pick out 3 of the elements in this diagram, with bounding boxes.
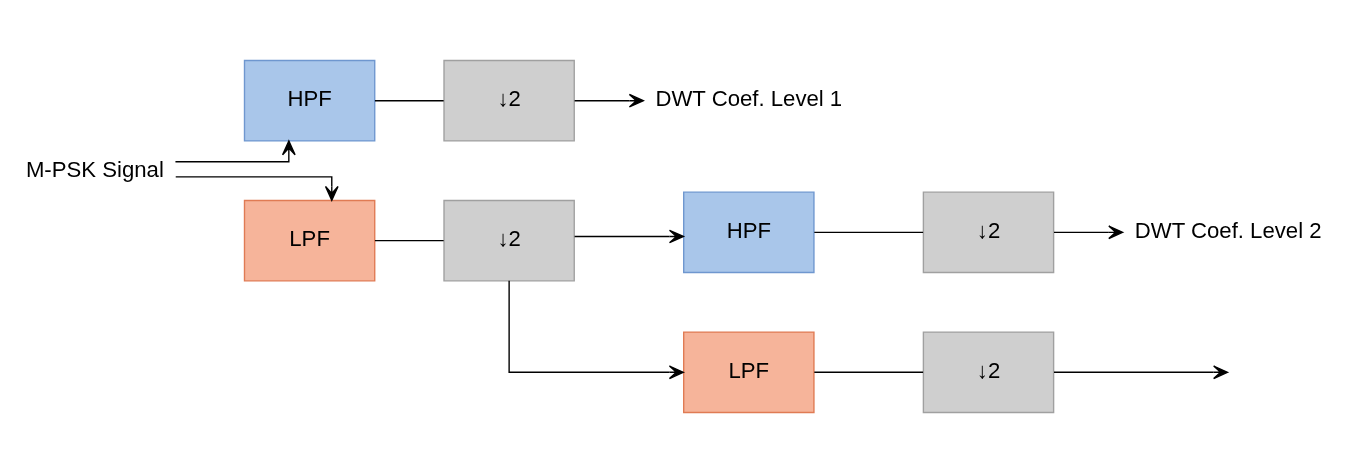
node-text: DWT Coef. Level 1 — [655, 85, 843, 111]
node-text: M-PSK Signal — [25, 156, 164, 182]
node-text: DWT Coef. Level 2 — [1134, 217, 1322, 243]
